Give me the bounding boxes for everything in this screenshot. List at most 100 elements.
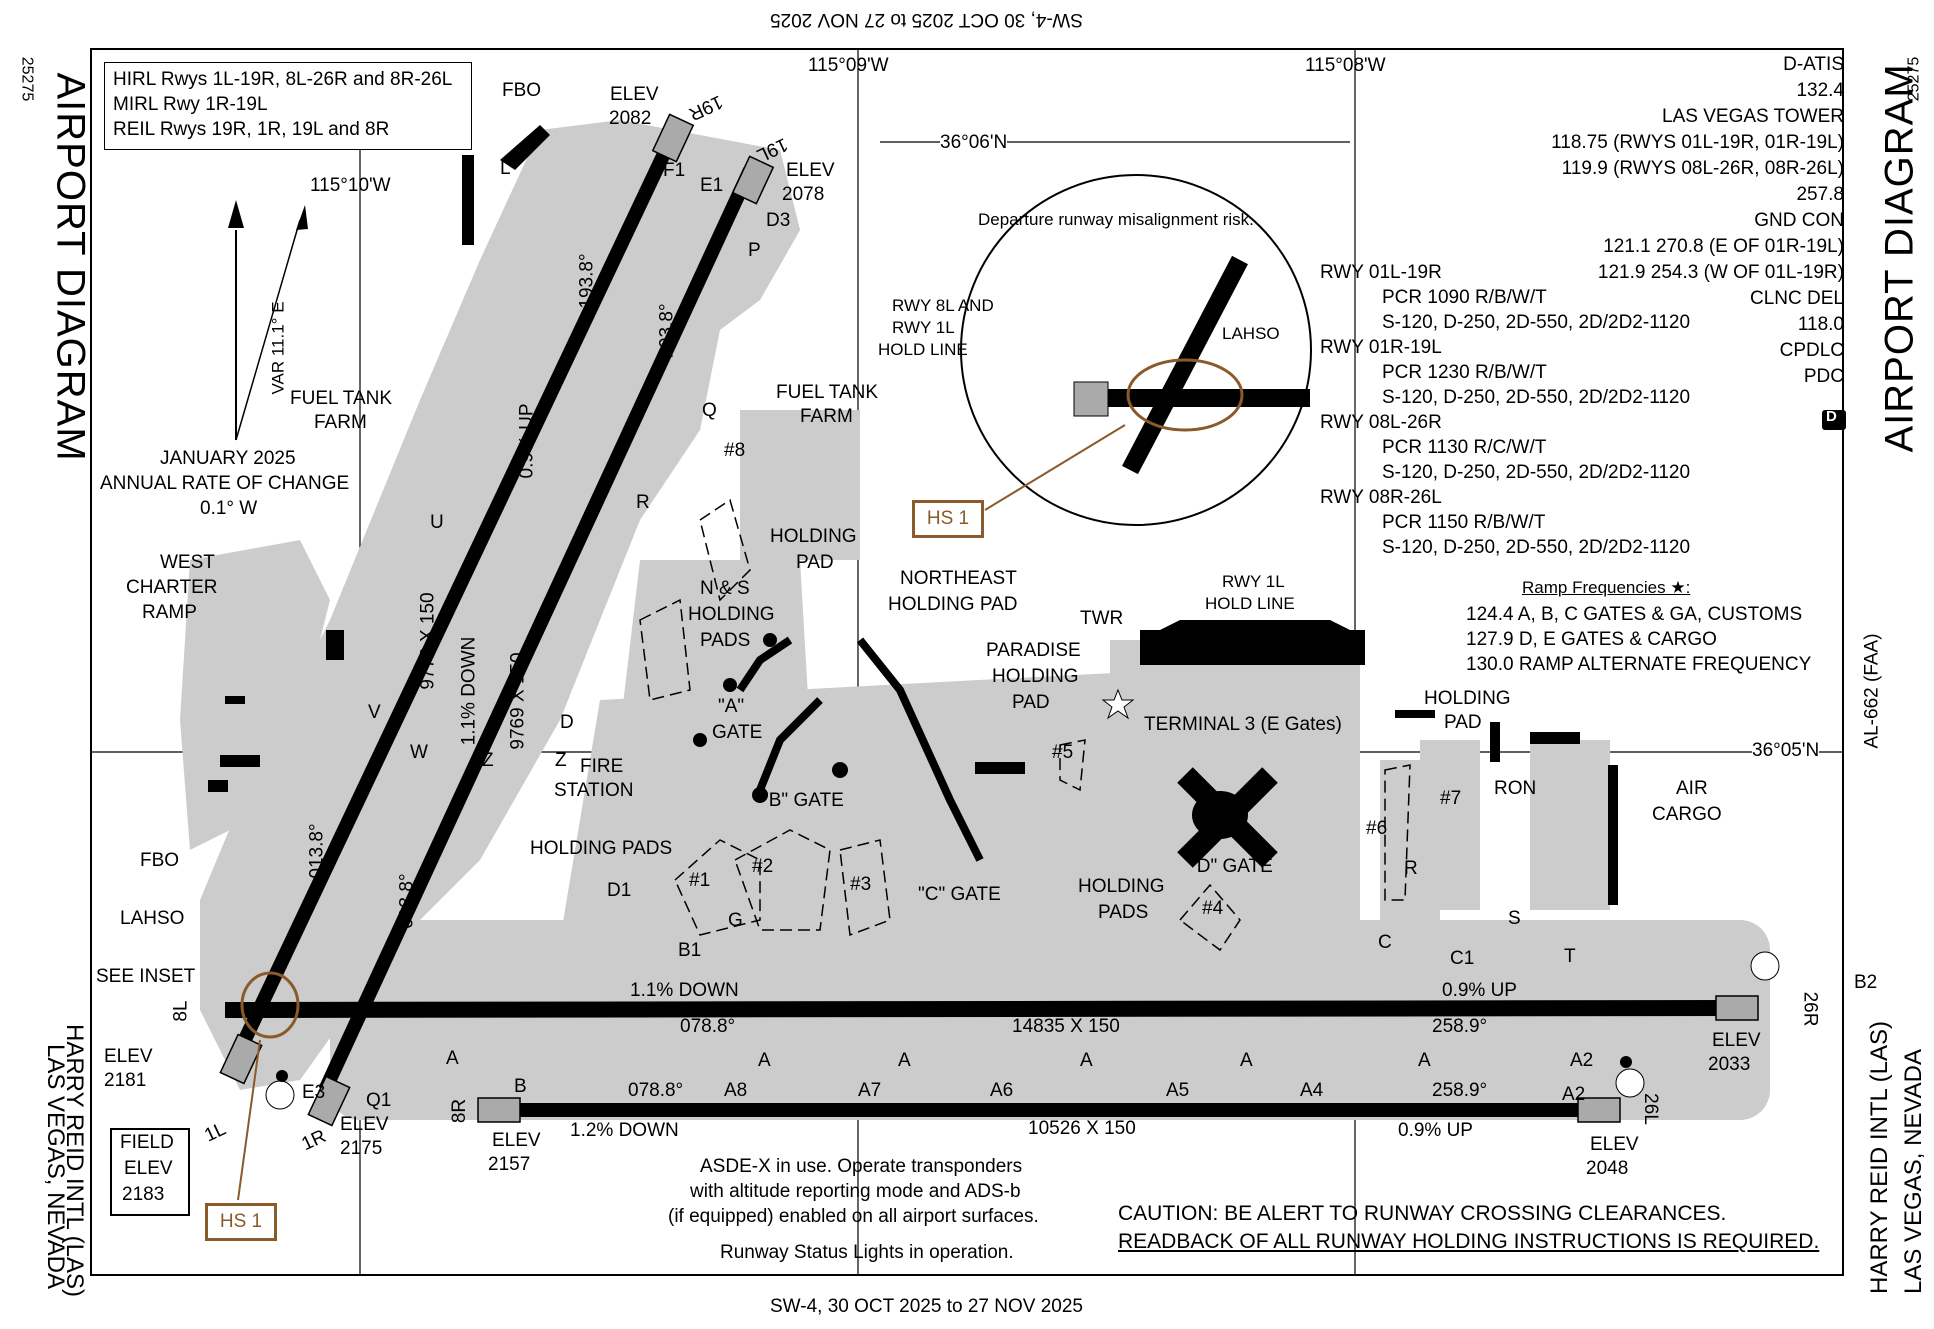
ramp-freq-3: 130.0 RAMP ALTERNATE FREQUENCY [1466, 654, 1812, 675]
freq-1: 132.4 [1796, 80, 1844, 101]
tower-label: TWR [1080, 608, 1124, 629]
taxiway-label-a5: A6 [990, 1080, 1014, 1101]
lon-115-08: 115°08'W [1305, 55, 1386, 76]
ramp-freq-2: 127.9 D, E GATES & CARGO [1466, 629, 1717, 650]
ns-pads-2: HOLDING [688, 604, 775, 625]
field-elev-line-1: FIELD [120, 1132, 174, 1153]
rwy-1l-down-gradient: 1.1% DOWN [458, 636, 480, 746]
ns-pads-3: PADS [700, 630, 751, 651]
taxiway-label-c: C [1378, 932, 1392, 953]
fire-station-2: STATION [554, 780, 634, 801]
elev-8r-label: ELEV [492, 1130, 541, 1151]
air-cargo-1: AIR [1676, 778, 1708, 799]
misc-symbols [265, 410, 1846, 1110]
fuel-farm-west-1: FUEL TANK [290, 388, 393, 409]
fuel-farm-west-2: FARM [314, 412, 367, 433]
variation-label: VAR 11.1° E [268, 301, 288, 395]
variation-line-3: 0.1° W [200, 498, 258, 519]
rwy-1l-heading: 013.8° [306, 823, 328, 879]
rwy-26r-gradient: 0.9% UP [1442, 980, 1517, 1001]
inset-lahso: LAHSO [1222, 324, 1280, 343]
inset-hotspot-ellipse [1126, 358, 1244, 432]
field-elev-line-2: ELEV [124, 1158, 173, 1179]
field-elev-line-3: 2183 [122, 1184, 165, 1205]
rwy-end-8r: 8R [449, 1098, 471, 1124]
rwy-26l-heading: 258.9° [1432, 1080, 1488, 1101]
holding-pad-north-1: HOLDING [770, 526, 857, 547]
pad-3: #3 [850, 874, 872, 895]
elev-19l-label: ELEV [786, 160, 835, 181]
taxiway-label: A [446, 1048, 459, 1069]
pcr-rwy-3: RWY 08L-26R [1320, 412, 1442, 433]
rwy-1l-dims: 9770 X 150 [417, 592, 439, 690]
elev-19r-value: 2082 [609, 108, 652, 129]
diagram-frame [90, 48, 1844, 1276]
runway-8l-26r [224, 1000, 1731, 1018]
hs-leader [237, 1039, 261, 1201]
variation-line-1: JANUARY 2025 [160, 448, 296, 469]
pcr-val-2: PCR 1230 R/B/W/T [1382, 362, 1547, 383]
elev-26r-label: ELEV [1712, 1030, 1761, 1051]
freq-2: LAS VEGAS TOWER [1662, 106, 1844, 127]
freq-7: 121.1 270.8 (E OF 01R-19L) [1603, 236, 1844, 257]
taxiway-label-d: D [560, 712, 574, 733]
taxiway-label: A [1240, 1050, 1253, 1071]
taxiway-label-a7: A8 [724, 1080, 748, 1101]
rwy-8l-gradient: 1.1% DOWN [630, 980, 739, 1001]
lighting-legend: HIRL Rwys 1L-19R, 8L-26R and 8R-26L MIRL… [104, 62, 472, 150]
rwy-8r-heading: 078.8° [628, 1080, 684, 1101]
pad-7: #7 [1440, 788, 1462, 809]
lighting-line-1: HIRL Rwys 1L-19R, 8L-26R and 8R-26L [113, 69, 453, 90]
taxiway-label-q: S [1508, 908, 1521, 929]
fuel-farm-east-2: FARM [800, 406, 853, 427]
taxiway-label-s: U [430, 512, 444, 533]
fuel-farm-east-1: FUEL TANK [776, 382, 879, 403]
pad-4: #4 [1202, 898, 1224, 919]
taxiway-label: A2 [1570, 1050, 1594, 1071]
buildings [208, 125, 1618, 905]
freq-4: 119.9 (RWYS 08L-26R, 08R-26L) [1561, 158, 1844, 179]
inset-hs-leader [984, 424, 1126, 511]
c-gate: "C" GATE [918, 884, 1001, 905]
elev-8r-value: 2157 [488, 1154, 531, 1175]
hotspot-hs1: HS 1 [205, 1203, 277, 1241]
inset-hold-8l-2: RWY 1L [892, 318, 955, 337]
rwy-19r-heading: 193.8° [576, 253, 598, 309]
paradise-pad-3: PAD [1012, 692, 1050, 713]
freq-9: CLNC DEL [1750, 288, 1844, 309]
taxiway-label-a6: A7 [858, 1080, 882, 1101]
fbo-north-label: FBO [502, 80, 542, 101]
a-gate-2: GATE [712, 722, 763, 743]
taxiway-label-g: G [728, 910, 743, 931]
pad-6: #6 [1366, 818, 1388, 839]
pad-8: #8 [724, 440, 746, 461]
pcr-val-3: PCR 1130 R/C/W/T [1382, 437, 1547, 458]
rwy-end-26l: 26L [1639, 1093, 1661, 1125]
freq-8: 121.9 254.3 (W OF 01L-19R) [1597, 262, 1844, 283]
elev-1r-value: 2175 [340, 1138, 383, 1159]
d-gate: "D" GATE [1190, 856, 1273, 877]
elev-26l-value: 2048 [1586, 1158, 1629, 1179]
inset-circle [960, 174, 1312, 526]
runway-1r-19l [318, 167, 757, 1093]
gate-pods [693, 633, 1248, 839]
taxiway-label-q1: R [1404, 858, 1418, 879]
taxiway-label-a3: A4 [1300, 1080, 1324, 1101]
runways [224, 117, 1731, 1117]
pavement [180, 120, 1770, 1120]
taxiway-label-a4: A5 [1166, 1080, 1190, 1101]
ns-pads-1: N & S [700, 578, 750, 599]
asde-note-2: with altitude reporting mode and ADS-b [690, 1181, 1021, 1202]
elev-1l-label: ELEV [104, 1046, 153, 1067]
taxiway-label-z: D1 [607, 880, 632, 901]
inset-threshold-18 [1073, 381, 1109, 417]
terminal-3: TERMINAL 3 (E Gates) [1144, 714, 1342, 735]
taxiway-label-m: Q [702, 400, 717, 421]
runway-thresholds [219, 113, 1759, 1127]
field-elevation-box: FIELD ELEV 2183 [110, 1128, 190, 1216]
taxiway-label-a8: B [514, 1076, 527, 1097]
freq-5: 257.8 [1796, 184, 1844, 205]
rsl-note: Runway Status Lights in operation. [720, 1242, 1014, 1263]
rwy-8r-gradient: 1.2% DOWN [570, 1120, 679, 1141]
elev-19l-value: 2078 [782, 184, 825, 205]
